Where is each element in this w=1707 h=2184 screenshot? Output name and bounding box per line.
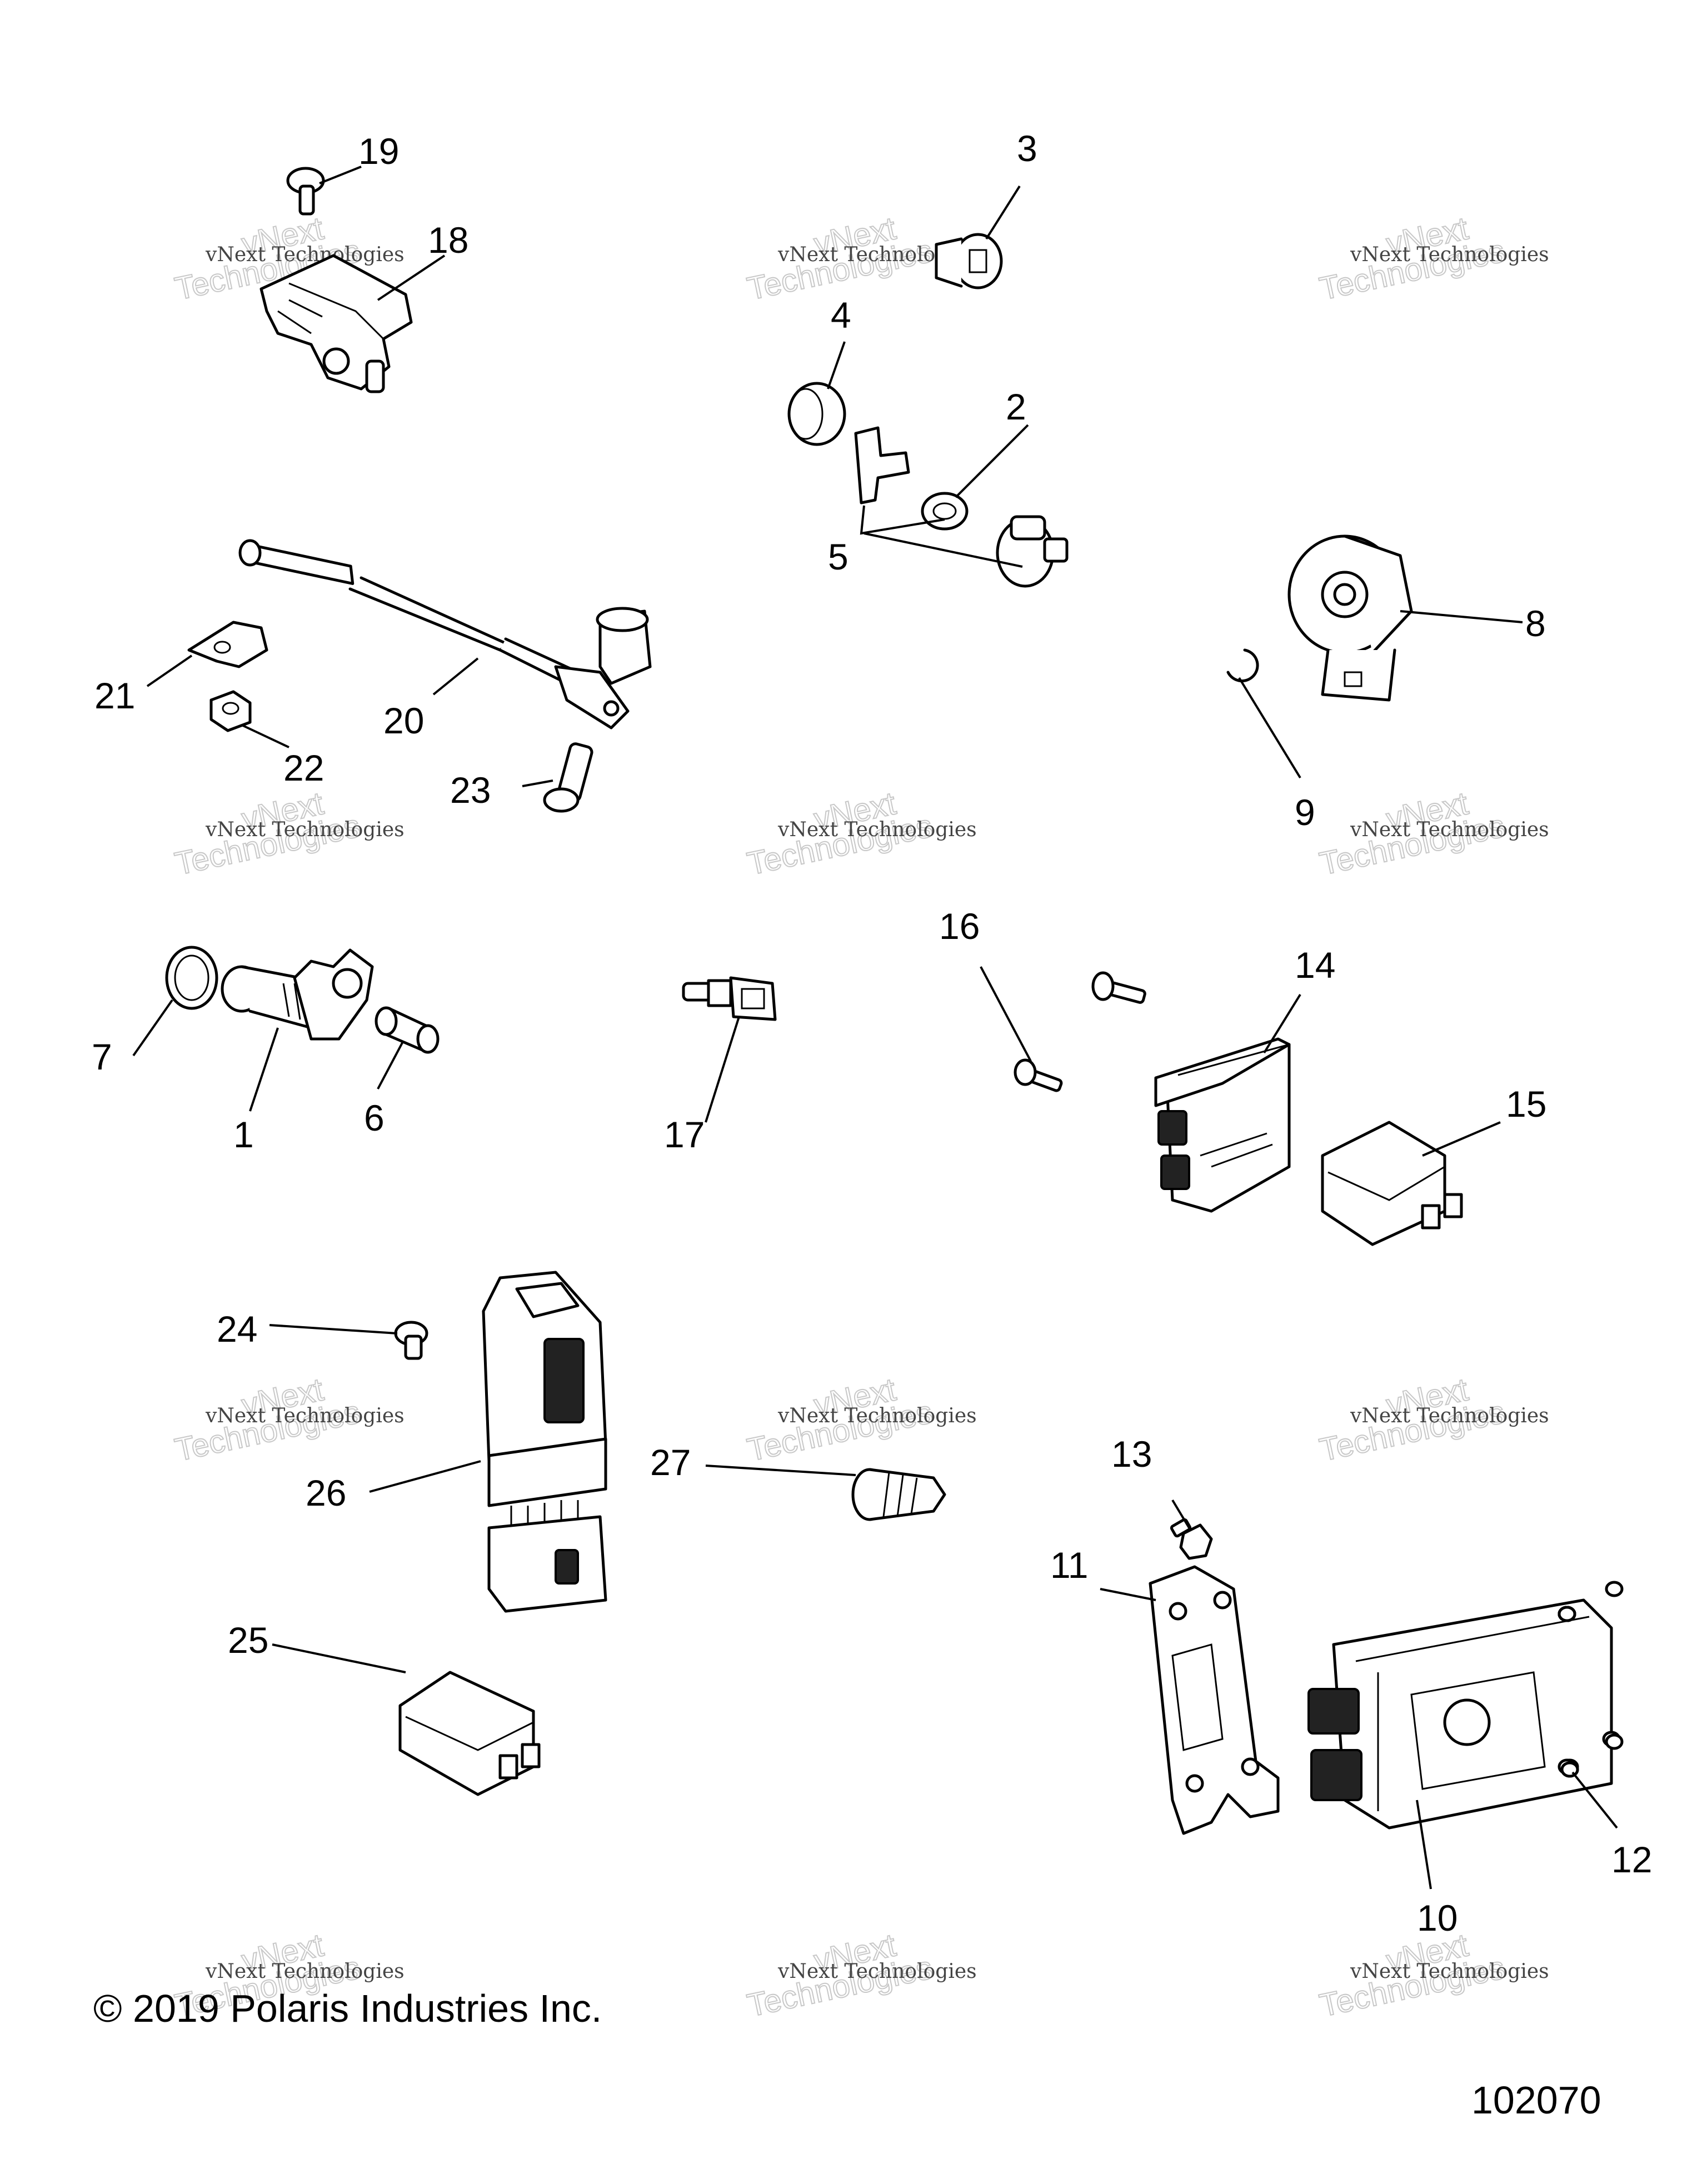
svg-text:vNext Technologies: vNext Technologies xyxy=(205,818,405,841)
part-22-nut xyxy=(209,690,252,732)
part-5-tab xyxy=(854,426,910,504)
callout-10: 10 xyxy=(1417,1897,1458,1938)
svg-text:vNext Technologies: vNext Technologies xyxy=(1350,818,1549,841)
callout-2: 2 xyxy=(1006,386,1026,427)
watermark: vNext Technologies vNext Technologies xyxy=(1316,1371,1549,1468)
part-16-bolts xyxy=(1014,971,1146,1092)
watermark: vNext Technologies vNext Technologies xyxy=(743,1371,977,1468)
callout-22: 22 xyxy=(283,747,324,788)
part-11-bracket xyxy=(1149,1565,1280,1835)
part-2-grommet xyxy=(921,492,969,531)
callout-6: 6 xyxy=(364,1097,385,1138)
callout-19: 19 xyxy=(358,131,399,172)
svg-text:vNext Technologies: vNext Technologies xyxy=(205,243,405,266)
callout-25: 25 xyxy=(228,1620,268,1661)
svg-text:vNext Technologies: vNext Technologies xyxy=(1350,1405,1549,1427)
part-24-screw xyxy=(394,1321,428,1360)
part-17-temp-sensor xyxy=(682,976,777,1021)
watermark: vNext Technologies vNext Technologies xyxy=(171,1371,405,1468)
svg-text:vNext Technologies: vNext Technologies xyxy=(205,1960,405,1983)
part-18-map-sensor xyxy=(259,254,413,393)
svg-text:vNext Technologies: vNext Technologies xyxy=(777,1405,977,1427)
callout-3: 3 xyxy=(1017,128,1037,169)
part-1-cam-sensor xyxy=(221,948,374,1041)
part-13-bolt xyxy=(1170,1518,1213,1560)
part-27-screw xyxy=(851,1468,946,1521)
part-25-connector xyxy=(398,1671,541,1796)
part-14-control-module xyxy=(1154,1037,1291,1213)
part-10-ecu xyxy=(1307,1598,1613,1830)
part-26-ignition-module xyxy=(482,1271,607,1613)
watermark: vNext Technologies vNext Technologies xyxy=(743,1926,977,2024)
part-7-o-ring xyxy=(165,946,218,1010)
part-19-bolt xyxy=(286,167,325,216)
callout-1: 1 xyxy=(233,1114,254,1155)
callout-14: 14 xyxy=(1295,944,1335,986)
callout-4: 4 xyxy=(831,294,851,336)
callout-24: 24 xyxy=(217,1308,257,1350)
svg-text:vNext Technologies: vNext Technologies xyxy=(205,1405,405,1427)
watermark: vNext Technologies vNext Technologies xyxy=(171,784,405,882)
callout-11: 11 xyxy=(1050,1545,1089,1586)
part-4-cap xyxy=(787,382,846,446)
watermark: vNext Technologies vNext Technologies xyxy=(743,784,977,882)
callout-5: 5 xyxy=(828,536,848,577)
callout-21: 21 xyxy=(94,675,135,716)
diagram-number: 102070 xyxy=(1471,2078,1601,2122)
callout-20: 20 xyxy=(383,700,424,741)
callout-17: 17 xyxy=(664,1114,705,1155)
part-20-speed-sensor xyxy=(238,539,652,729)
svg-text:vNext Technologies: vNext Technologies xyxy=(1350,243,1549,266)
callout-23: 23 xyxy=(450,769,491,811)
svg-text:vNext Technologies: vNext Technologies xyxy=(777,1960,977,1983)
svg-text:vNext Technologies: vNext Technologies xyxy=(1350,1960,1549,1983)
callout-26: 26 xyxy=(306,1472,346,1513)
callout-12: 12 xyxy=(1611,1839,1652,1880)
callout-8: 8 xyxy=(1525,603,1546,644)
callout-7: 7 xyxy=(92,1036,112,1077)
svg-text:vNext Technologies: vNext Technologies xyxy=(777,818,977,841)
watermark: vNext Technologies vNext Technologies xyxy=(1316,784,1549,882)
part-9-clip xyxy=(1226,648,1259,683)
copyright-notice: © 2019 Polaris Industries Inc. xyxy=(93,1987,602,2030)
callout-9: 9 xyxy=(1295,792,1315,833)
leader-lines xyxy=(132,166,1618,1890)
part-5-switch xyxy=(996,515,1069,588)
callout-16: 16 xyxy=(939,906,980,947)
callout-18: 18 xyxy=(428,219,468,261)
callout-15: 15 xyxy=(1506,1083,1546,1125)
part-3-plug xyxy=(935,233,1003,289)
watermark: vNext Technologies vNext Technologies xyxy=(1316,1926,1549,2024)
watermark: vNext Technologies vNext Technologies xyxy=(1316,209,1549,307)
part-8-knock-sensor xyxy=(1287,534,1413,702)
callout-13: 13 xyxy=(1111,1433,1152,1475)
part-21-clamp xyxy=(187,621,268,668)
part-12-screw-set xyxy=(1558,1581,1624,1778)
callout-27: 27 xyxy=(650,1442,691,1483)
callout-numbers: 1 2 3 4 5 6 7 8 9 10 11 12 13 14 15 16 1… xyxy=(92,128,1652,1938)
part-6-sleeve xyxy=(375,1006,440,1054)
part-15-connector xyxy=(1321,1121,1463,1246)
part-23-bolt xyxy=(543,742,593,813)
